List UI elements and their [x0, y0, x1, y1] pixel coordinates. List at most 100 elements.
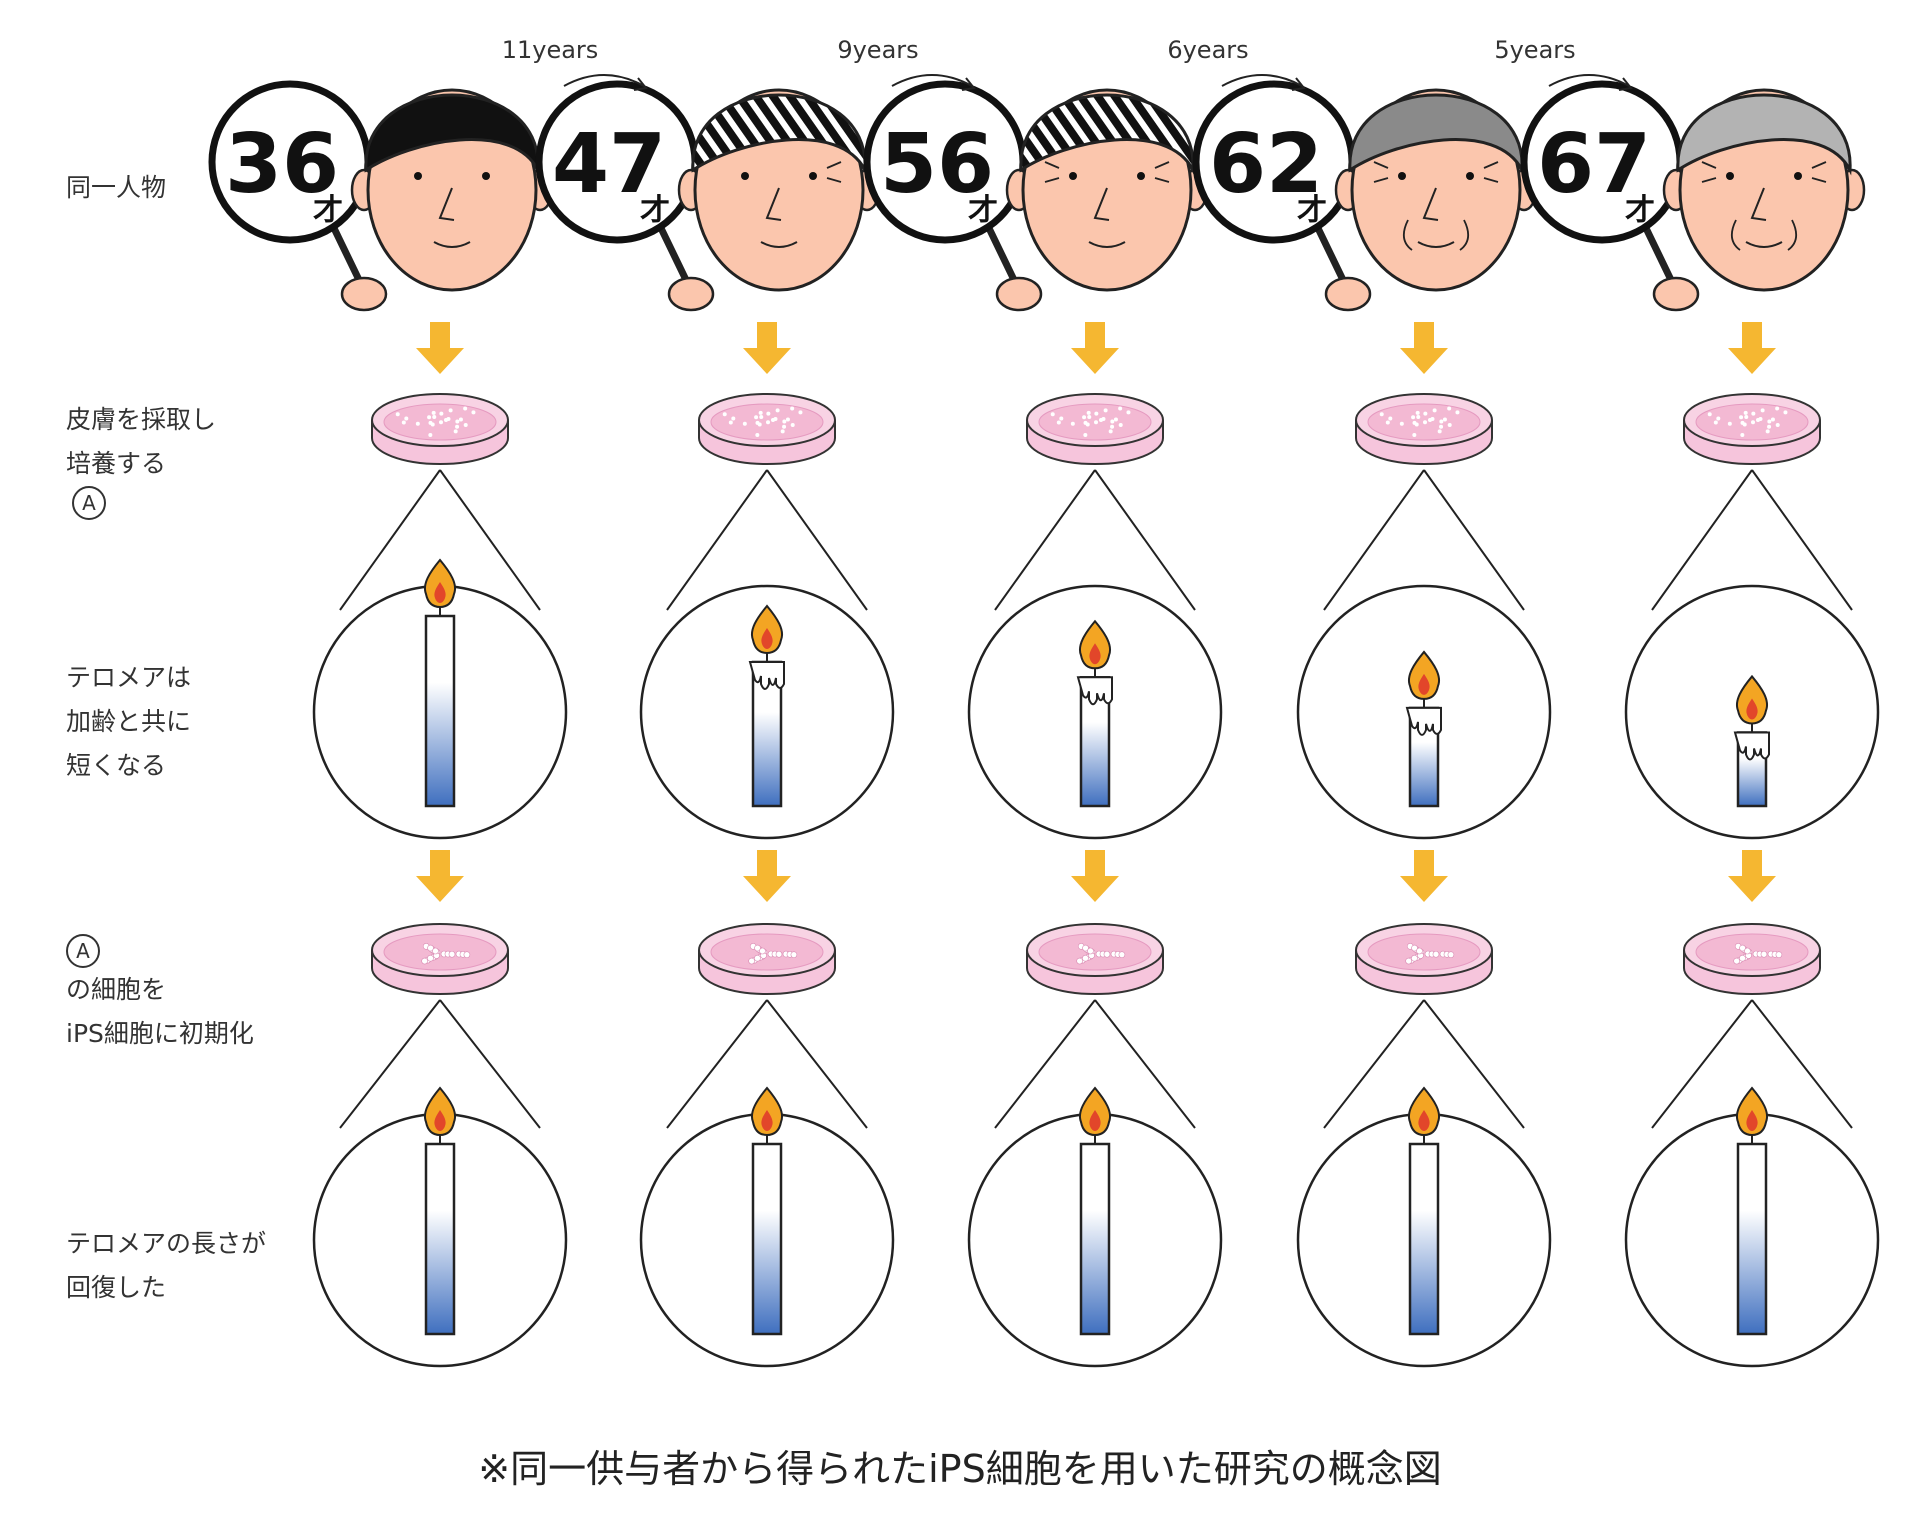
zoom-line-left	[339, 469, 441, 611]
cell-dot	[463, 422, 468, 427]
hair	[1348, 93, 1524, 176]
cell-dot	[1385, 420, 1390, 425]
cell-dot	[428, 433, 433, 438]
zoom-line-right	[766, 469, 868, 611]
cell-dot	[471, 410, 476, 415]
cell-dot	[1113, 417, 1118, 422]
wrinkle-right	[1154, 161, 1170, 183]
flame-inner	[1089, 643, 1101, 665]
cell-dot	[432, 414, 437, 419]
arrow-to-culture	[1071, 322, 1119, 374]
label-text: テロメアは	[66, 663, 192, 692]
cell-dot	[404, 416, 409, 421]
zoom-line-right	[1094, 999, 1196, 1129]
gap-label-1: 11years	[501, 36, 599, 64]
eye-left	[1726, 172, 1734, 180]
wrinkle-left	[1701, 161, 1717, 183]
wrinkle-right	[826, 161, 842, 183]
eye-right	[482, 172, 490, 180]
cell-dot	[1739, 415, 1744, 420]
cell-dot	[431, 410, 436, 415]
arrow-to-ips	[1071, 850, 1119, 902]
ips-colony-dot	[759, 947, 766, 955]
cell-dot	[1118, 406, 1123, 411]
ips-colony-dot	[790, 951, 798, 958]
gap-arrow-3	[1221, 74, 1303, 87]
person-36: 36才	[208, 80, 554, 312]
zoom-line-right	[766, 999, 868, 1129]
cheek-lines	[1402, 219, 1470, 251]
person-56: 56才	[863, 80, 1209, 312]
ips-colony-dot	[1744, 947, 1751, 955]
label-text: 回復した	[66, 1273, 167, 1302]
cell-dot	[1740, 433, 1745, 438]
zoom-line-right	[1094, 469, 1196, 611]
zoom-culture	[339, 469, 541, 611]
flame-inner	[434, 1110, 446, 1131]
cell-dot	[1414, 422, 1419, 427]
cell-dot	[790, 406, 795, 411]
cell-dot	[1775, 422, 1780, 427]
ips-dish	[1026, 923, 1164, 995]
gap-arrow-3-head	[1291, 77, 1306, 91]
wrinkle-right	[1483, 161, 1499, 183]
arrow-to-culture	[416, 322, 464, 374]
zoom-line-left	[994, 999, 1096, 1129]
candle-body	[751, 1142, 783, 1336]
ips-colony-dot	[1432, 950, 1440, 958]
zoom-ips	[1651, 999, 1853, 1129]
age-suffix: 才	[1297, 193, 1327, 228]
culture-dish	[698, 393, 836, 465]
ips-dish	[1683, 923, 1821, 995]
cell-dot	[1758, 417, 1763, 422]
cell-dot	[448, 408, 453, 413]
cell-dot	[782, 419, 787, 424]
ips-colony-dot	[1082, 954, 1089, 962]
age-number: 56	[880, 117, 994, 212]
cell-dot	[1767, 424, 1772, 429]
ips-colony-dot	[1405, 957, 1412, 965]
candle-body	[1408, 1142, 1440, 1336]
cell-dot	[1783, 410, 1788, 415]
cell-dot	[1765, 429, 1770, 434]
label-text: 皮膚を採取し	[66, 405, 217, 434]
cell-dot	[401, 420, 406, 425]
cell-dot	[1110, 424, 1115, 429]
age-number: 62	[1209, 117, 1323, 212]
telomere-recovered	[639, 1086, 895, 1368]
zoom-culture	[1323, 469, 1525, 611]
ips-colony-dot	[748, 957, 755, 965]
mouth	[1088, 241, 1126, 248]
cell-dot	[775, 408, 780, 413]
zoom-line-left	[994, 469, 1096, 611]
cell-dot	[798, 410, 803, 415]
marker-a: A	[66, 934, 100, 968]
cell-dot	[766, 411, 771, 416]
ips-colony-dot	[432, 947, 439, 955]
age-number: 36	[225, 117, 339, 212]
wax-drip	[748, 660, 785, 690]
zoom-line-right	[439, 999, 541, 1129]
ips-dish	[698, 923, 836, 995]
cell-dot	[773, 417, 778, 422]
label-text: 培養する	[66, 449, 167, 478]
candle-body	[424, 1142, 456, 1336]
eye-right	[1466, 172, 1474, 180]
cell-dot	[1743, 410, 1748, 415]
wax-drip	[1076, 676, 1113, 706]
zoom-ips	[1323, 999, 1525, 1129]
ips-colony-dot	[1739, 944, 1746, 952]
label-text: 短くなる	[66, 751, 167, 780]
zoom-line-left	[666, 469, 768, 611]
nose	[1750, 187, 1767, 221]
nose	[1093, 187, 1110, 221]
cell-dot	[1713, 420, 1718, 425]
candle-body	[1736, 1142, 1768, 1336]
mouth	[1417, 241, 1455, 248]
nose	[1422, 187, 1439, 221]
cell-dot	[1767, 419, 1772, 424]
zoom-line-right	[439, 469, 541, 611]
cell-dot	[1101, 417, 1106, 422]
